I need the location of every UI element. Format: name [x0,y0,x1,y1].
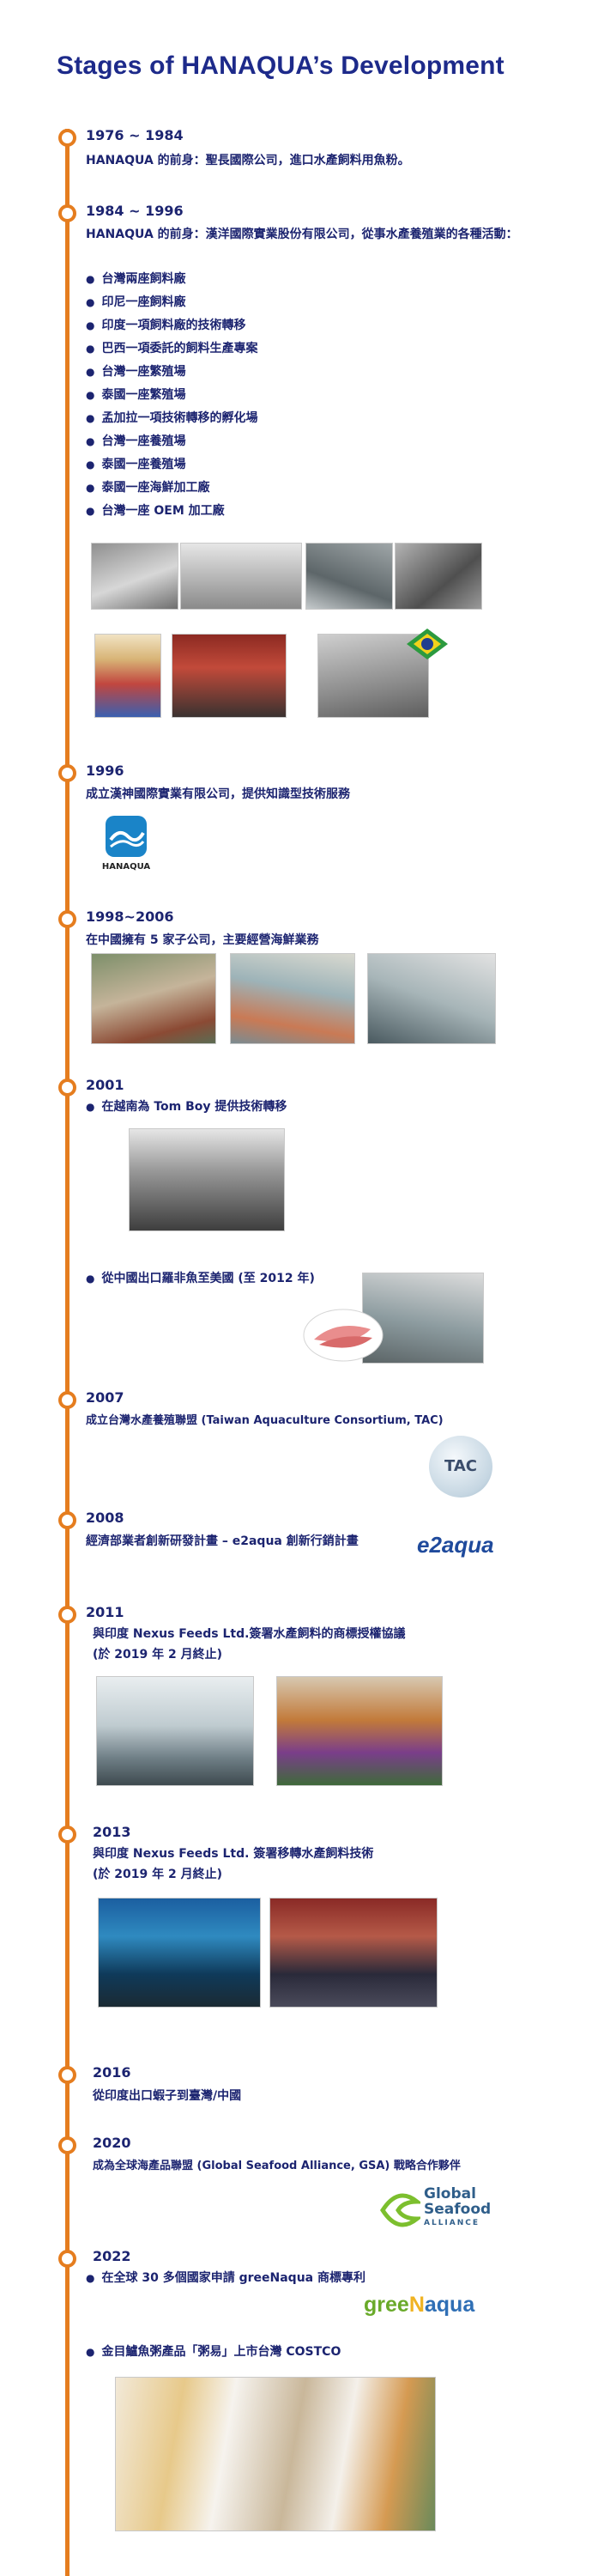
gsa-logo: Global Seafood ALLIANCE [378,2186,515,2234]
list-item: 泰國一座繁殖場 [86,384,257,407]
milestone-year: 1984 ~ 1996 [86,203,184,219]
photo-factory-building [180,543,302,610]
timeline-dot [58,910,76,928]
photo-congee-products [115,2377,436,2531]
list-item: 印度一項飼料廠的技術轉移 [86,314,257,337]
list-item: 台灣兩座飼料廠 [86,268,257,291]
gsa-logo-line-2: Seafood [424,2201,492,2218]
milestone-year: 1996 [86,762,124,779]
milestone-year: 1976 ~ 1984 [86,127,184,143]
milestone-2022-list-2: 金目鱸魚粥產品「粥易」上市台灣 COSTCO [86,2341,341,2364]
milestone-year: 2013 [93,1824,131,1840]
gsa-logo-line-3: ALLIANCE [424,2219,480,2227]
tilapia-fillet-icon [303,1309,384,1362]
list-item: 巴西一項委託的飼料生產專案 [86,337,257,361]
e2aqua-logo: e2aqua [417,1532,494,1558]
gsa-logo-line-1: Global [424,2185,476,2202]
timeline-line [65,129,69,2576]
photo-farmers-meeting [276,1676,443,1786]
photo-processing-plant [395,543,482,610]
milestone-year: 2011 [86,1604,124,1620]
list-item: 台灣一座繁殖場 [86,361,257,384]
photo-hatchery-ponds [305,543,393,610]
timeline-dot [58,2066,76,2084]
milestone-note: (於 2019 年 2 月終止) [93,1868,222,1881]
gsa-leaf-icon [380,2193,420,2227]
milestone-text: 與印度 Nexus Feeds Ltd.簽署水產飼料的商標授權協議 [93,1627,406,1641]
milestone-year: 2008 [86,1510,124,1526]
greenaqua-logo: greeNaqua [364,2293,474,2318]
photo-signing-ceremony [172,634,287,718]
photo-conference-stage [98,1898,261,2008]
hanaqua-logo: HANAQUA [96,816,156,876]
list-item: 台灣一座 OEM 加工廠 [86,500,257,523]
milestone-year: 2016 [93,2064,131,2081]
hanaqua-logo-icon [106,816,147,857]
timeline-dot [58,1078,76,1097]
milestone-text: 成立漢神國際實業有限公司，提供知識型技術服務 [86,787,350,801]
milestone-text: 在中國擁有 5 家子公司，主要經營海鮮業務 [86,933,319,947]
milestone-year: 2020 [93,2135,131,2151]
timeline-dot [58,204,76,222]
photo-award-presentation [269,1898,438,2008]
milestone-text: HANAQUA 的前身：漢洋國際實業股份有限公司，從事水產養殖業的各種活動： [86,228,518,241]
milestone-year: 2007 [86,1389,124,1406]
milestone-year: 2022 [93,2248,131,2264]
list-item: 孟加拉一項技術轉移的孵化場 [86,407,257,430]
photo-seafood-sorting [230,953,355,1044]
timeline-dot [58,1391,76,1409]
activity-list: 台灣兩座飼料廠 印尼一座飼料廠 印度一項飼料廠的技術轉移 巴西一項委託的飼料生產… [86,268,257,523]
timeline-dot [58,2136,76,2154]
milestone-2022-list-1: 在全球 30 多個國家申請 greeNaqua 商標專利 [86,2267,365,2290]
milestone-note: (於 2019 年 2 月終止) [93,1648,222,1662]
milestone-2001-list-2: 從中國出口羅非魚至美國 (至 2012 年) [86,1267,314,1291]
milestone-text: 從印度出口蝦子到臺灣/中國 [93,2089,242,2103]
photo-quality-inspection [367,953,496,1044]
milestone-text: HANAQUA 的前身：聖長國際公司，進口水產飼料用魚粉。 [86,154,410,167]
timeline-dot [58,1511,76,1529]
list-item: 在越南為 Tom Boy 提供技術轉移 [86,1096,287,1119]
list-item: 從中國出口羅非魚至美國 (至 2012 年) [86,1267,314,1291]
timeline-dot [58,129,76,147]
photo-processing-line [91,953,216,1044]
hanaqua-logo-text: HANAQUA [101,862,151,872]
timeline-dot [58,1606,76,1624]
milestone-year: 1998~2006 [86,908,174,925]
greenaqua-logo-part-2: N [408,2293,425,2317]
list-item: 泰國一座海鮮加工廠 [86,477,257,500]
list-item: 印尼一座飼料廠 [86,291,257,314]
photo-brazil-facility [317,634,429,718]
milestone-text: 成為全球海產品聯盟 (Global Seafood Alliance, GSA)… [93,2160,461,2172]
greenaqua-logo-part-3: aqua [424,2293,475,2317]
list-item: 在全球 30 多個國家申請 greeNaqua 商標專利 [86,2267,365,2290]
timeline-dot [58,2250,76,2268]
photo-nexus-truck [96,1676,254,1786]
photo-feed-mill [91,543,178,610]
photo-training-seminar [129,1128,285,1231]
timeline-dot [58,764,76,782]
tac-logo: TAC [429,1436,492,1498]
milestone-text: 成立台灣水產養殖聯盟 (Taiwan Aquaculture Consortiu… [86,1414,444,1427]
milestone-text: 與印度 Nexus Feeds Ltd. 簽署移轉水產飼料技術 [93,1847,374,1861]
photo-certificate [94,634,161,718]
brazil-flag-icon [407,629,448,659]
list-item: 金目鱸魚粥產品「粥易」上市台灣 COSTCO [86,2341,341,2364]
milestone-2001-list-1: 在越南為 Tom Boy 提供技術轉移 [86,1096,287,1119]
milestone-year: 2001 [86,1077,124,1093]
list-item: 泰國一座養殖場 [86,453,257,477]
page-title: Stages of HANAQUA’s Development [57,52,504,80]
list-item: 台灣一座養殖場 [86,430,257,453]
milestone-text: 經濟部業者創新研發計畫 – e2aqua 創新行銷計畫 [86,1534,359,1548]
timeline-dot [58,1826,76,1844]
greenaqua-logo-part-1: gree [364,2293,409,2317]
tac-logo-text: TAC [444,1457,478,1475]
